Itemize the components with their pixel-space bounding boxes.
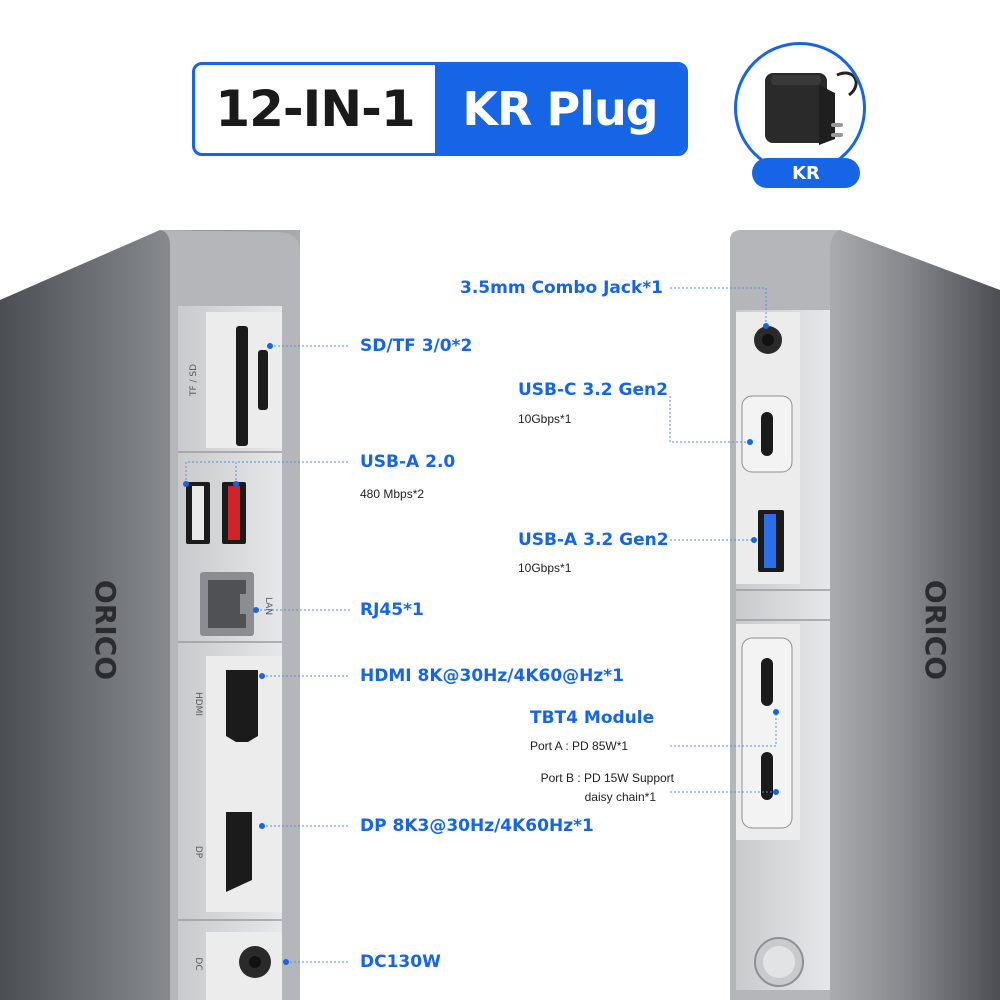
- callout-usb-a-3: USB-A 3.2 Gen2: [518, 530, 669, 550]
- callout-usb-c: USB-C 3.2 Gen2: [518, 380, 668, 400]
- label-dc: DC: [193, 957, 203, 970]
- plug-type-label: KR Plug: [435, 65, 685, 153]
- callout-usb-a-2-detail: 480 Mbps*2: [360, 487, 425, 501]
- power-adapter-image: [734, 42, 866, 174]
- callout-tbt4-port-b: Port B : PD 15W Support: [540, 771, 674, 785]
- callout-hdmi: HDMI 8K@30Hz/4K60@Hz*1: [360, 666, 624, 686]
- callout-dc: DC130W: [360, 952, 441, 972]
- callout-sd-tf: SD/TF 3/0*2: [360, 336, 473, 356]
- port-count-label: 12-IN-1: [215, 80, 415, 138]
- label-tf-sd: TF / SD: [189, 364, 199, 397]
- right-callout-lines: [669, 287, 777, 793]
- product-badge: 12-IN-1 KR Plug: [192, 62, 688, 156]
- callout-tbt4-port-a: Port A : PD 85W*1: [530, 739, 629, 753]
- callout-usb-a-2: USB-A 2.0: [360, 452, 456, 472]
- callout-tbt4: TBT4 Module: [530, 708, 655, 728]
- label-lan: LAN: [263, 597, 273, 615]
- plug-region-badge: KR: [752, 158, 860, 188]
- label-hdmi: HDMI: [193, 692, 203, 716]
- callout-rj45: RJ45*1: [360, 600, 424, 620]
- left-callout-dots: [183, 343, 289, 965]
- callout-usb-a-3-detail: 10Gbps*1: [518, 561, 572, 575]
- right-dock-side: [730, 230, 1000, 1000]
- left-callout-lines: [185, 345, 350, 963]
- callout-dp: DP 8K3@30Hz/4K60Hz*1: [360, 816, 594, 836]
- power-adapter-icon: [765, 71, 858, 145]
- right-callout-dots: [747, 323, 779, 795]
- brand-logo-right: ORICO: [919, 580, 952, 680]
- label-dp: DP: [193, 846, 203, 859]
- left-dock-side: [0, 230, 300, 1000]
- callout-tbt4-port-b-line2: daisy chain*1: [584, 790, 656, 804]
- brand-logo-left: ORICO: [89, 580, 122, 680]
- callout-usb-c-detail: 10Gbps*1: [518, 412, 572, 426]
- callout-audio-jack: 3.5mm Combo Jack*1: [460, 278, 663, 298]
